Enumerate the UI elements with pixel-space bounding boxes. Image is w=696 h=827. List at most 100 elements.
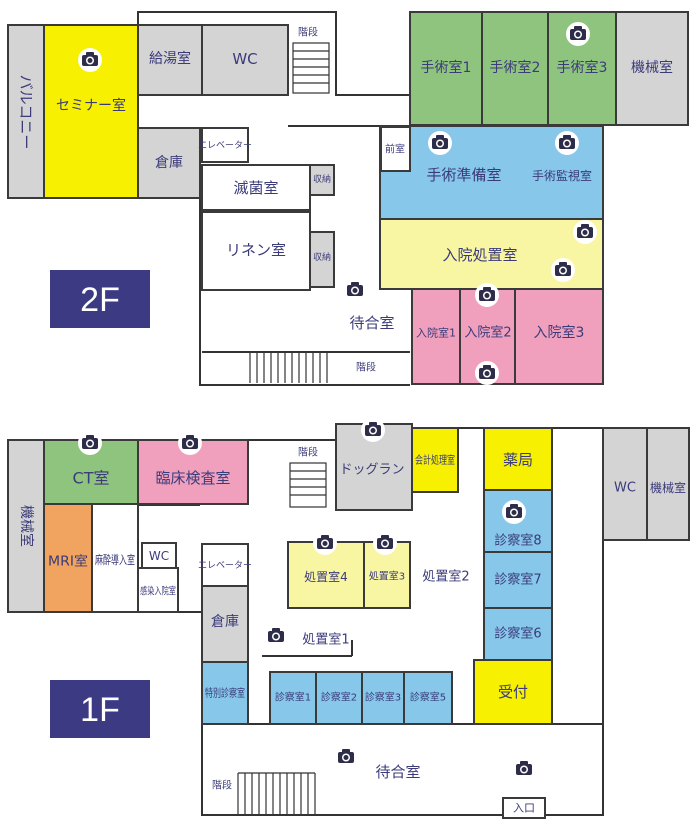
label-kikai-1f-right: 機械室 [650,480,686,495]
room-shinsatsu-2[interactable] [315,671,363,725]
room-elevator-2f[interactable] [201,127,249,163]
label-seminar: セミナー室 [56,97,126,114]
camera-icon[interactable] [475,283,499,307]
label-dogrun: ドッグラン [339,463,404,478]
camera-icon[interactable] [566,22,590,46]
label-balcony: バルコニー [17,75,35,150]
label-uketsuke: 受付 [498,683,528,701]
label-kikai-1f-left: 機械室 [18,505,35,547]
room-shinsatsu-1[interactable] [269,671,317,725]
stairs-1f [289,462,327,508]
floor-2f: バルコニー セミナー室 給湯室 WC 階段 倉庫 エレベーター 滅菌室 収納 リ… [7,11,689,386]
camera-icon[interactable] [264,624,288,648]
label-kikai-2f: 機械室 [631,59,673,76]
label-stairs-1f: 階段 [298,446,318,459]
camera-icon[interactable] [178,431,202,455]
camera-icon[interactable] [313,531,337,555]
label-shochi-2: 処置室2 [422,569,469,585]
camera-icon[interactable] [78,431,102,455]
room-nyuin-1[interactable] [411,288,461,385]
wall-1f-outer-right [544,540,604,816]
room-elevator-1f[interactable] [201,543,249,587]
camera-icon[interactable] [334,745,358,769]
room-iriguchi[interactable] [502,797,546,819]
room-shuno-2[interactable] [309,231,335,288]
label-shinsatsu-5: 診察室5 [410,691,446,704]
label-shochi-3: 処置室3 [369,570,405,583]
label-nyuin-2: 入院室2 [464,325,511,341]
room-balcony[interactable] [7,24,45,199]
label-wc-1f-right: WC [614,481,636,496]
label-shujutsu-1: 手術室1 [421,59,472,76]
room-shuno-1[interactable] [309,164,335,196]
label-kyuto: 給湯室 [149,50,191,67]
room-kansen[interactable] [137,567,179,613]
room-masui[interactable] [91,503,139,613]
room-shinsatsu-5[interactable] [403,671,453,725]
camera-icon[interactable] [78,48,102,72]
label-kaikei: 会計処理室 [415,453,455,467]
room-zenshitsu-fill [380,126,411,172]
label-kanshi: 手術監視室 [532,168,592,183]
room-shinsatsu-8[interactable] [483,489,553,553]
label-stairs-1f-bottom: 階段 [212,779,232,792]
label-nyuin-3: 入院室3 [534,324,585,341]
label-rinsho: 臨床検査室 [155,469,230,487]
room-kaikei[interactable] [411,427,459,493]
camera-icon[interactable] [343,278,367,302]
label-kansen: 感染入院室 [140,585,176,598]
room-kyuto[interactable] [137,24,203,96]
camera-icon[interactable] [502,500,526,524]
camera-icon[interactable] [573,220,597,244]
camera-icon[interactable] [475,361,499,385]
label-shuno-2: 収納 [313,251,331,263]
label-shinsatsu-6: 診察室6 [494,626,541,642]
label-mri: MRI室 [48,554,88,570]
camera-icon[interactable] [512,757,536,781]
label-junbi: 手術準備室 [426,166,501,184]
camera-icon[interactable] [428,131,452,155]
room-shinsatsu-6[interactable] [483,607,553,661]
label-souko-2f: 倉庫 [155,154,183,171]
room-kikai-2f[interactable] [615,11,689,126]
label-nyuin-shochi: 入院処置室 [442,246,517,264]
label-linen: リネン室 [226,241,286,259]
label-mekkin: 滅菌室 [233,179,278,197]
label-shuno-1: 収納 [313,173,331,185]
floor-badge-1f [50,680,150,738]
label-shochi-1: 処置室1 [302,632,349,648]
label-elevator-1f: エレベーター [198,560,252,571]
room-wc-2f[interactable] [201,24,289,96]
stairs-2f-top [292,42,330,94]
room-shujutsu-1[interactable] [409,11,483,126]
label-ct: CT室 [73,469,110,488]
camera-icon[interactable] [551,258,575,282]
room-kikai-1f-right[interactable] [646,427,690,541]
camera-icon[interactable] [361,418,385,442]
label-tokubetsu: 特別診察室 [205,686,245,700]
camera-icon[interactable] [373,531,397,555]
room-mekkin[interactable] [201,164,311,211]
room-souko-2f[interactable] [137,127,201,199]
room-nyuin-3[interactable] [514,288,604,385]
floor-label-2f: 2F [80,281,120,319]
camera-icon[interactable] [555,131,579,155]
label-iriguchi: 入口 [513,802,535,815]
label-shujutsu-3: 手術室3 [557,59,608,76]
floor-label-1f: 1F [80,691,120,729]
label-wc-2f: WC [232,50,257,68]
label-shinsatsu-8: 診察室8 [494,533,541,549]
room-kikai-1f-left[interactable] [7,439,45,613]
label-shinsatsu-2: 診察室2 [321,691,357,704]
room-shujutsu-2[interactable] [481,11,549,126]
room-uketsuke[interactable] [473,659,553,725]
label-masui: 麻酔導入室 [95,552,135,567]
stairs-2f-bottom [249,352,328,383]
room-shinsatsu-7[interactable] [483,551,553,609]
label-elevator-2f: エレベーター [198,140,252,151]
label-souko-1f: 倉庫 [211,613,239,630]
room-tokubetsu[interactable] [201,661,249,725]
room-wc-1f[interactable] [141,542,177,569]
room-yakkyoku[interactable] [483,427,553,491]
